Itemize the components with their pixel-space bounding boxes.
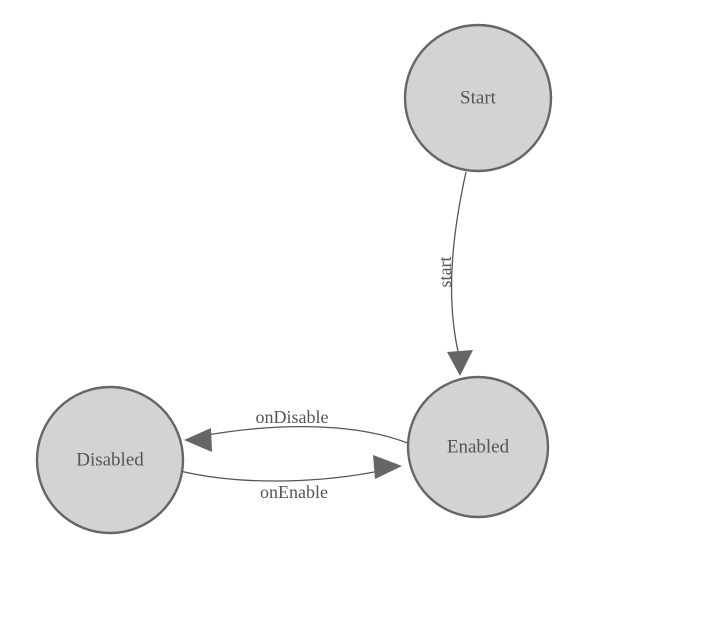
edge-enabled-to-disabled[interactable]: onDisable <box>184 407 411 452</box>
edge-label-onenable: onEnable <box>260 482 328 502</box>
state-node-disabled-circle <box>35 385 185 535</box>
state-node-enabled[interactable]: Enabled <box>406 375 550 519</box>
state-node-enabled-label: Enabled <box>447 436 510 457</box>
state-node-start-label: Start <box>460 87 497 108</box>
edge-enabled-to-disabled-arrowhead <box>184 428 212 452</box>
state-node-start-circle <box>403 23 553 173</box>
state-node-disabled-label: Disabled <box>76 449 144 470</box>
edge-start-to-enabled-arrowhead <box>447 350 473 376</box>
edge-start-to-enabled[interactable]: start <box>435 171 473 376</box>
edge-disabled-to-enabled-arrowhead <box>373 455 402 479</box>
edge-disabled-to-enabled[interactable]: onEnable <box>179 455 402 502</box>
edge-enabled-to-disabled-path <box>195 425 411 445</box>
state-node-disabled[interactable]: Disabled <box>35 385 185 535</box>
edge-label-ondisable: onDisable <box>256 407 329 427</box>
edge-start-to-enabled-path <box>450 171 467 357</box>
state-node-start[interactable]: Start <box>403 23 553 173</box>
edge-disabled-to-enabled-path <box>179 468 390 482</box>
state-node-enabled-circle <box>406 375 550 519</box>
edge-label-start: start <box>435 257 455 288</box>
